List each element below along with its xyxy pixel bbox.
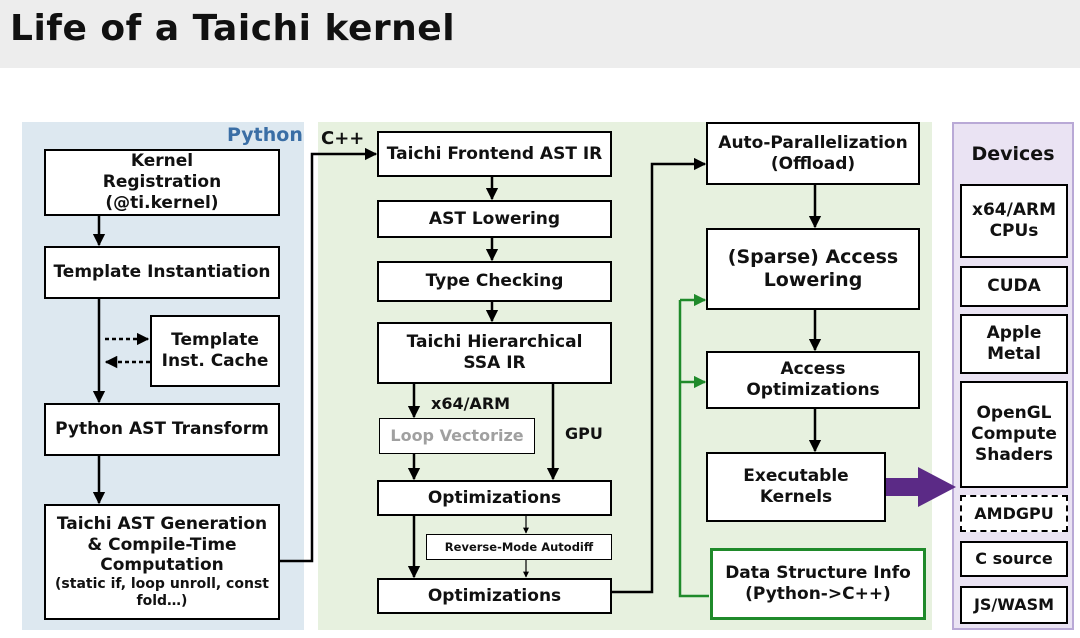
- device-opengl: OpenGL Compute Shaders: [960, 381, 1068, 488]
- loop-vectorize-label: Loop Vectorize: [390, 426, 524, 446]
- device-amdgpu: AMDGPU: [960, 495, 1068, 532]
- python-ast-transform-box: Python AST Transform: [44, 403, 280, 456]
- optimizations-1-box: Optimizations: [377, 480, 612, 516]
- purple-arrow-head: [918, 467, 956, 507]
- executable-kernels-box: Executable Kernels: [706, 452, 886, 522]
- device-opengl-label: OpenGL Compute Shaders: [971, 403, 1057, 465]
- hierarchical-ssa-ir-box: Taichi Hierarchical SSA IR: [377, 322, 612, 384]
- ast-lowering-box: AST Lowering: [377, 200, 612, 238]
- template-instantiation-label: Template Instantiation: [53, 262, 271, 283]
- data-structure-info-box: Data Structure Info (Python->C++): [710, 548, 926, 620]
- type-checking-label: Type Checking: [425, 271, 564, 292]
- device-apple-metal: Apple Metal: [960, 314, 1068, 374]
- gpu-branch-label: GPU: [565, 424, 603, 443]
- ast-generation-note: (static if, loop unroll, const fold…): [55, 576, 269, 610]
- devices-region-label: Devices: [971, 143, 1055, 165]
- kernel-registration-box: Kernel Registration (@ti.kernel): [44, 149, 280, 216]
- sparse-access-lowering-box: (Sparse) Access Lowering: [706, 228, 920, 310]
- optimizations-2-box: Optimizations: [377, 578, 612, 614]
- reverse-mode-autodiff-box: Reverse-Mode Autodiff: [426, 534, 612, 560]
- device-amdgpu-label: AMDGPU: [974, 503, 1054, 523]
- access-optimizations-box: Access Optimizations: [706, 351, 920, 409]
- auto-parallelization-box: Auto-Parallelization (Offload): [706, 122, 920, 185]
- template-cache-label: Template Inst. Cache: [161, 330, 269, 371]
- device-cuda: CUDA: [960, 266, 1068, 307]
- device-c-source-label: C source: [975, 549, 1053, 569]
- cpu-branch-label: x64/ARM: [431, 394, 511, 413]
- page-title: Life of a Taichi kernel: [10, 8, 456, 49]
- template-cache-box: Template Inst. Cache: [150, 315, 280, 387]
- auto-parallelization-label: Auto-Parallelization (Offload): [718, 132, 908, 174]
- ast-generation-label: Taichi AST Generation & Compile-Time Com…: [56, 513, 268, 576]
- reverse-mode-autodiff-label: Reverse-Mode Autodiff: [444, 539, 594, 554]
- data-structure-info-label: Data Structure Info (Python->C++): [725, 563, 911, 604]
- python-region-label: Python: [227, 124, 303, 146]
- hierarchical-ssa-ir-label: Taichi Hierarchical SSA IR: [406, 332, 583, 373]
- type-checking-box: Type Checking: [377, 261, 612, 302]
- cpp-region-label: C++: [321, 128, 365, 149]
- ast-generation-box: Taichi AST Generation & Compile-Time Com…: [44, 504, 280, 620]
- arrow-datastruct-feed: [678, 300, 709, 598]
- sparse-access-lowering-label: (Sparse) Access Lowering: [727, 245, 899, 291]
- access-optimizations-label: Access Optimizations: [746, 359, 880, 400]
- device-c-source: C source: [960, 541, 1068, 577]
- header-bar: [0, 0, 1080, 68]
- device-js-wasm-label: JS/WASM: [973, 595, 1055, 615]
- template-instantiation-box: Template Instantiation: [44, 246, 280, 299]
- kernel-registration-label: Kernel Registration (@ti.kernel): [102, 151, 222, 213]
- frontend-ast-ir-label: Taichi Frontend AST IR: [386, 143, 603, 164]
- purple-arrow-shaft: [886, 478, 920, 496]
- arrow-opt2-to-autopar: [612, 157, 707, 594]
- arrow-python-to-cpp: [280, 147, 378, 563]
- python-ast-transform-label: Python AST Transform: [55, 419, 269, 440]
- frontend-ast-ir-box: Taichi Frontend AST IR: [377, 131, 612, 177]
- executable-kernels-label: Executable Kernels: [743, 466, 849, 507]
- optimizations-1-label: Optimizations: [427, 487, 562, 508]
- device-x64-arm: x64/ARM CPUs: [960, 184, 1068, 258]
- loop-vectorize-box: Loop Vectorize: [379, 418, 535, 454]
- device-apple-metal-label: Apple Metal: [986, 323, 1042, 364]
- device-js-wasm: JS/WASM: [960, 586, 1068, 624]
- device-cuda-label: CUDA: [987, 276, 1041, 297]
- device-x64-arm-label: x64/ARM CPUs: [972, 200, 1056, 241]
- ast-lowering-label: AST Lowering: [428, 208, 561, 229]
- optimizations-2-label: Optimizations: [427, 585, 562, 606]
